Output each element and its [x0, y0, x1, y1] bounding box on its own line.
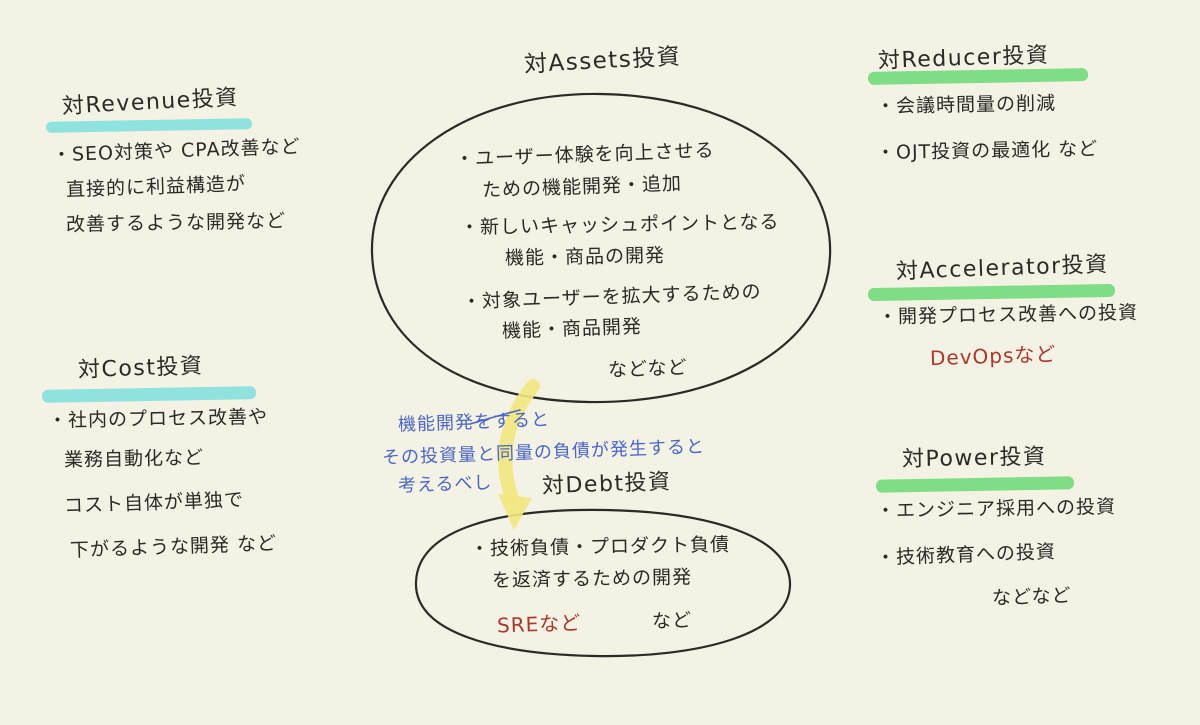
cost-title: 対Cost投資	[77, 353, 204, 384]
power-line: ・エンジニア採用への投資	[875, 495, 1117, 523]
power-highlight-bar	[876, 476, 1075, 493]
debt-note-line: 機能開発をすると	[397, 409, 551, 436]
accelerator-highlight-bar	[868, 283, 1115, 302]
debt-footer: など	[651, 609, 693, 633]
yellow-arrow-shaft	[498, 379, 540, 505]
power-title: 対Power投資	[901, 444, 1047, 473]
reducer-highlight-bar	[868, 68, 1089, 85]
debt-line: を返済するための開発	[491, 566, 693, 592]
reducer-line: ・OJT投資の最適化 など	[875, 138, 1099, 164]
cost-line: 業務自動化など	[63, 446, 205, 472]
revenue-highlight-bar	[46, 118, 253, 133]
cost-highlight-bar	[42, 386, 257, 403]
power-footer: などなど	[991, 584, 1072, 610]
debt-note-line: 考えるべし	[397, 472, 493, 497]
cost-line: ・社内のプロセス改善や	[47, 406, 269, 432]
reducer-line: ・会議時間量の削減	[875, 92, 1057, 118]
note-connector-line	[469, 409, 521, 425]
debt-red-note: SREなど	[496, 610, 582, 638]
assets-line: 機能・商品開発	[501, 315, 643, 343]
yellow-arrow-head	[498, 494, 532, 530]
debt-line: ・技術負債・プロダクト負債	[469, 533, 731, 561]
revenue-line: 改善するような開発など	[65, 210, 287, 236]
assets-line: 機能・商品の開発	[504, 244, 666, 270]
reducer-title: 対Reducer投資	[877, 43, 1050, 74]
assets-ellipse	[370, 92, 832, 404]
accelerator-line: ・開発プロセス改善への投資	[877, 301, 1139, 329]
assets-footer: などなど	[607, 356, 688, 382]
accelerator-red-note: DevOpsなど	[929, 341, 1057, 371]
debt-title: 対Debt投資	[541, 469, 672, 500]
